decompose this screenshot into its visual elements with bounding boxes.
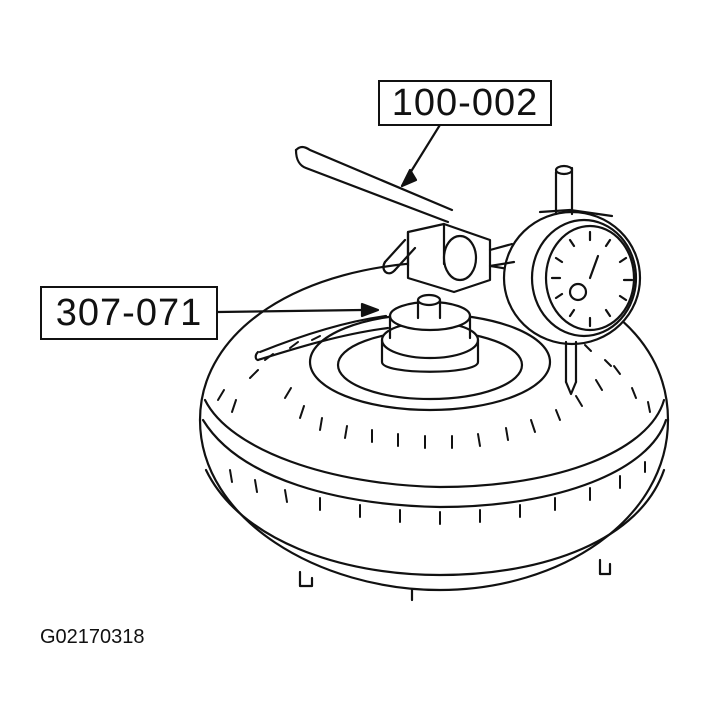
dial-indicator-tool — [294, 145, 642, 396]
callout-label-adapter: 307-071 — [40, 286, 218, 340]
leader-arrow-307-071 — [360, 302, 380, 318]
blade-marks — [217, 334, 651, 525]
leader-line-307-071 — [216, 308, 364, 314]
leader-arrow-100-002 — [400, 168, 418, 188]
callout-label-dial-indicator: 100-002 — [378, 80, 552, 126]
figure-id: G02170318 — [40, 626, 145, 648]
adapter-tool — [254, 293, 480, 373]
